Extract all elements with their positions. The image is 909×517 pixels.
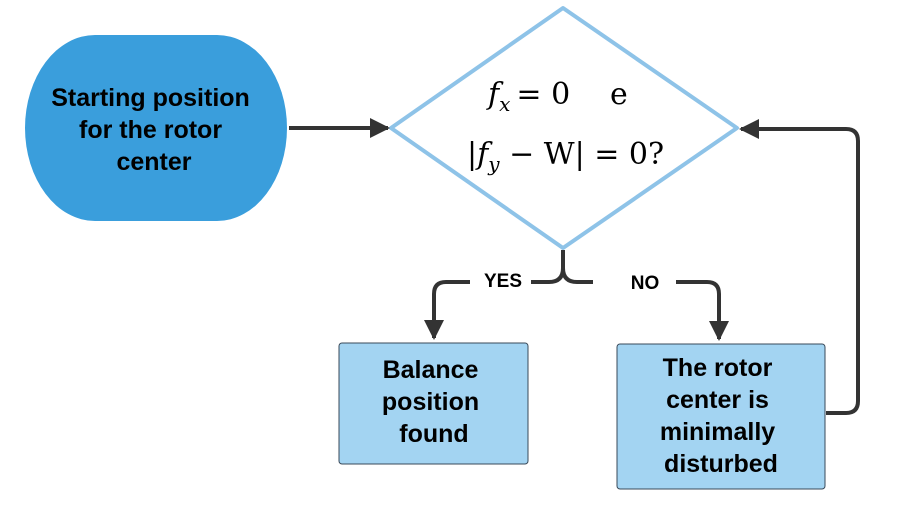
- found-node-line: position: [382, 388, 479, 416]
- start-node-line: Starting position: [51, 84, 250, 112]
- start-node-shape: [25, 35, 287, 221]
- found-node: Balance position found: [338, 342, 529, 465]
- found-node-shape: [338, 342, 529, 465]
- found-node-line: found: [399, 420, 468, 448]
- edge-yes-to-found: [424, 280, 470, 340]
- start-node-line: center: [116, 148, 191, 176]
- edge-no-to-disturbed: [676, 280, 729, 341]
- decision-node: fx= 0 e |fy − W| = 0?: [389, 6, 739, 250]
- edge-disturbed-loop-back: [739, 119, 860, 415]
- edge-decision-stem: [531, 250, 593, 284]
- disturbed-node-line: The rotor: [663, 354, 773, 382]
- disturbed-node: The rotor center is minimally disturbed: [616, 343, 826, 490]
- disturbed-node-shape: [616, 343, 826, 490]
- disturbed-node-line: center is: [666, 386, 769, 414]
- no-label: NO: [631, 273, 660, 294]
- disturbed-node-line: minimally: [660, 418, 775, 446]
- disturbed-node-line: disturbed: [664, 450, 778, 478]
- found-node-line: Balance: [383, 356, 479, 384]
- decision-condition-2: |fy − W| = 0?: [467, 137, 664, 176]
- svg-text:The rotor center is: The rotor center is minimally disturbed: [660, 354, 782, 478]
- start-node: Starting position for the rotor center: [25, 35, 287, 221]
- yes-label: YES: [484, 271, 522, 292]
- start-node-line: for the rotor: [79, 116, 222, 144]
- decision-condition-1: fx= 0 e: [486, 77, 628, 116]
- decision-node-shape: [389, 6, 739, 250]
- svg-text:Balance position f: Balance position found: [382, 356, 486, 448]
- svg-text:Starting position for th: Starting position for the rotor center: [51, 84, 257, 176]
